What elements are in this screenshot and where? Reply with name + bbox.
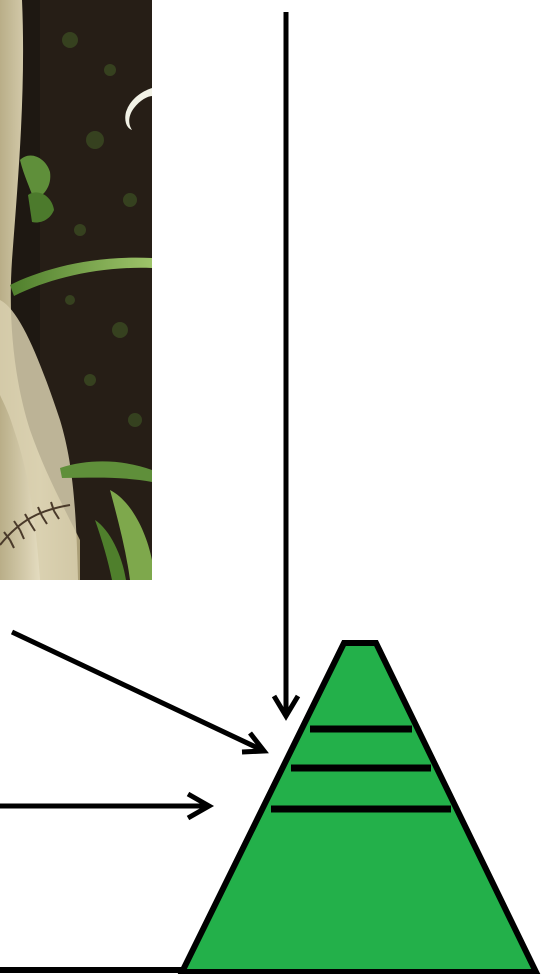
arrow-from-upper-left — [10, 629, 269, 755]
leaf-cluster-upper-2 — [28, 192, 54, 223]
forest-photo — [0, 0, 152, 580]
fern-frond-bottom — [0, 501, 71, 549]
background-foliage — [62, 32, 142, 427]
fallen-log — [0, 300, 78, 580]
broad-leaf-bottom-2 — [110, 490, 152, 580]
broad-leaf-bottom-3 — [95, 520, 126, 580]
long-leaf — [10, 257, 152, 296]
leaf-cluster-upper — [20, 155, 51, 200]
arrow-from-top — [271, 12, 301, 721]
curled-frond — [125, 88, 152, 130]
broad-leaf-bottom-1 — [60, 461, 152, 482]
arrow-from-left — [0, 791, 215, 821]
